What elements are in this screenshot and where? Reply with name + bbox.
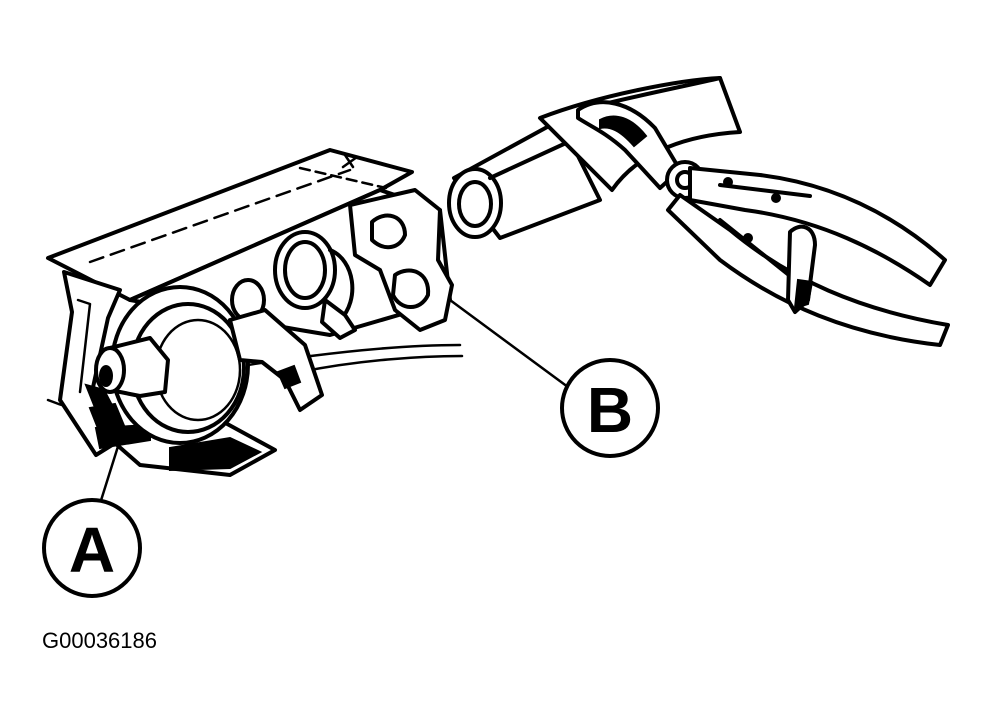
heater-housing [46, 148, 454, 477]
figure-id: G00036186 [42, 628, 157, 653]
callout-b-leader [448, 298, 574, 392]
callout-a: A [42, 498, 142, 598]
callout-a-label: A [69, 514, 115, 586]
callout-b: B [560, 358, 660, 458]
hose-tube [447, 118, 602, 240]
callout-b-label: B [587, 374, 633, 446]
pliers-tool [538, 76, 950, 347]
callout-a-leader [96, 438, 122, 512]
